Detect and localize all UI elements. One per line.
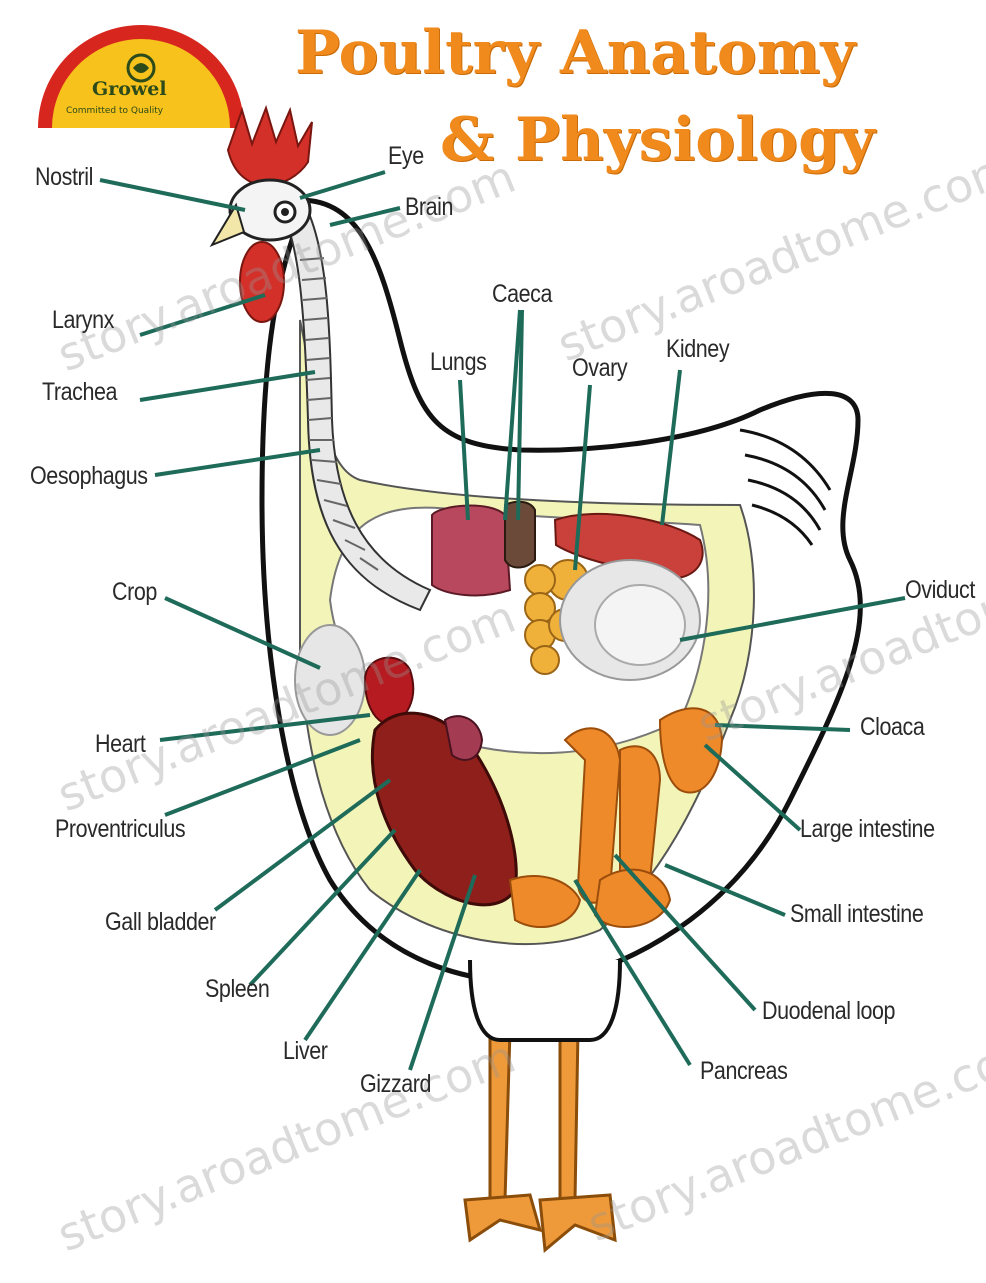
label-spleen: Spleen [205,975,269,1004]
label-pancreas: Pancreas [700,1057,787,1086]
label-liver: Liver [283,1037,327,1066]
logo-tagline: Committed to Quality [66,106,163,116]
label-eye: Eye [388,142,424,171]
label-oesophagus: Oesophagus [30,462,148,491]
label-gizzard: Gizzard [360,1070,431,1099]
label-larynx: Larynx [52,306,114,335]
comb [228,108,312,185]
label-kidney: Kidney [666,335,729,364]
label-caeca: Caeca [492,280,552,309]
lungs [432,506,510,596]
label-duodenal-loop: Duodenal loop [762,997,895,1026]
label-small-intestine: Small intestine [790,900,923,929]
label-brain: Brain [405,193,453,222]
label-oviduct: Oviduct [905,576,975,605]
label-cloaca: Cloaca [860,713,924,742]
logo-name: Growel [92,78,167,100]
label-gall-bladder: Gall bladder [105,908,216,937]
label-nostril: Nostril [35,163,93,192]
label-large-intestine: Large intestine [800,815,935,844]
label-proventriculus: Proventriculus [55,815,185,844]
label-heart: Heart [95,730,145,759]
label-lungs: Lungs [430,348,486,377]
label-trachea: Trachea [42,378,117,407]
title-line-1: Poultry Anatomy [295,18,855,88]
thighs [470,960,620,1040]
label-ovary: Ovary [572,354,627,383]
label-crop: Crop [112,578,157,607]
